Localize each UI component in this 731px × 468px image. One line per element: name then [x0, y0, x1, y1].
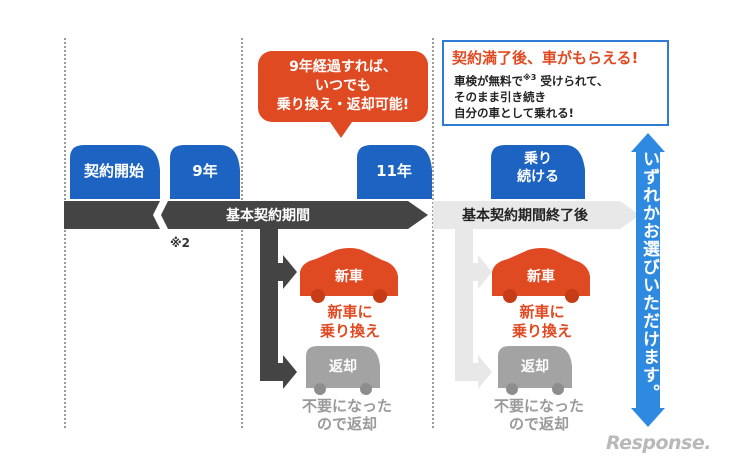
callout-line3: 自分の車として乗れる!: [454, 105, 574, 120]
car-label-keep-riding: 乗り 続ける: [517, 151, 559, 185]
callout-full-term-body: 車検が無料で※3 受けられて、そのまま引き続き自分の車として乗れる!: [454, 70, 608, 121]
car-label-return-right: 返却: [521, 359, 549, 375]
car-keep-riding: [491, 145, 585, 199]
callout-line1a: 車検が無料で: [454, 73, 523, 88]
car-return-left: [306, 346, 380, 395]
response-logo: Response.: [606, 432, 711, 454]
after-period-label: 基本契約期間終了後: [462, 208, 588, 224]
car-label-contract-start: 契約開始: [83, 162, 144, 180]
car-label-new-right: 新車: [527, 269, 555, 285]
callout-nine-years: 9年経過すれば、 いつでも 乗り換え・返却可能!: [258, 51, 428, 122]
callout-line2: そのまま引き続き: [454, 89, 546, 104]
car-label-eleven-years: 11年: [376, 162, 412, 180]
car-new-right: [492, 248, 590, 303]
car-label-new-left: 新車: [335, 269, 363, 285]
car-label-return-left: 返却: [329, 359, 357, 375]
car-new-left: [300, 248, 398, 303]
side-banner-text: いずれかお選びいただけます。: [639, 150, 659, 402]
side-double-arrow: [631, 133, 665, 427]
guide-line-2: [241, 38, 243, 428]
car-label-nine-years: 9年: [192, 162, 218, 180]
guide-line-3: [432, 38, 434, 428]
option-return-right: 不要になった ので返却: [493, 397, 584, 433]
callout-line1b: 受けられて、: [536, 73, 609, 88]
note-2: ※2: [170, 236, 191, 250]
car-contract-start: [70, 145, 160, 199]
callout-note-3: ※3: [523, 73, 537, 82]
guide-line-1: [64, 38, 66, 428]
basic-period-label: 基本契約期間: [226, 208, 310, 224]
option-switch-right: 新車に 乗り換え: [511, 303, 572, 340]
callout-full-term-title: 契約満了後、車がもらえる!: [452, 49, 639, 67]
callout-pointer: [330, 122, 352, 138]
option-return-left: 不要になった ので返却: [301, 397, 392, 433]
car-return-right: [498, 346, 572, 395]
after-period-arrows: [433, 201, 640, 389]
basic-period-bar: [64, 201, 428, 389]
car-nine-years: [170, 145, 240, 199]
callout-full-term: 契約満了後、車がもらえる! 車検が無料で※3 受けられて、そのまま引き続き自分の…: [442, 40, 669, 126]
option-switch-left: 新車に 乗り換え: [319, 303, 380, 340]
car-eleven-years: [357, 145, 432, 199]
